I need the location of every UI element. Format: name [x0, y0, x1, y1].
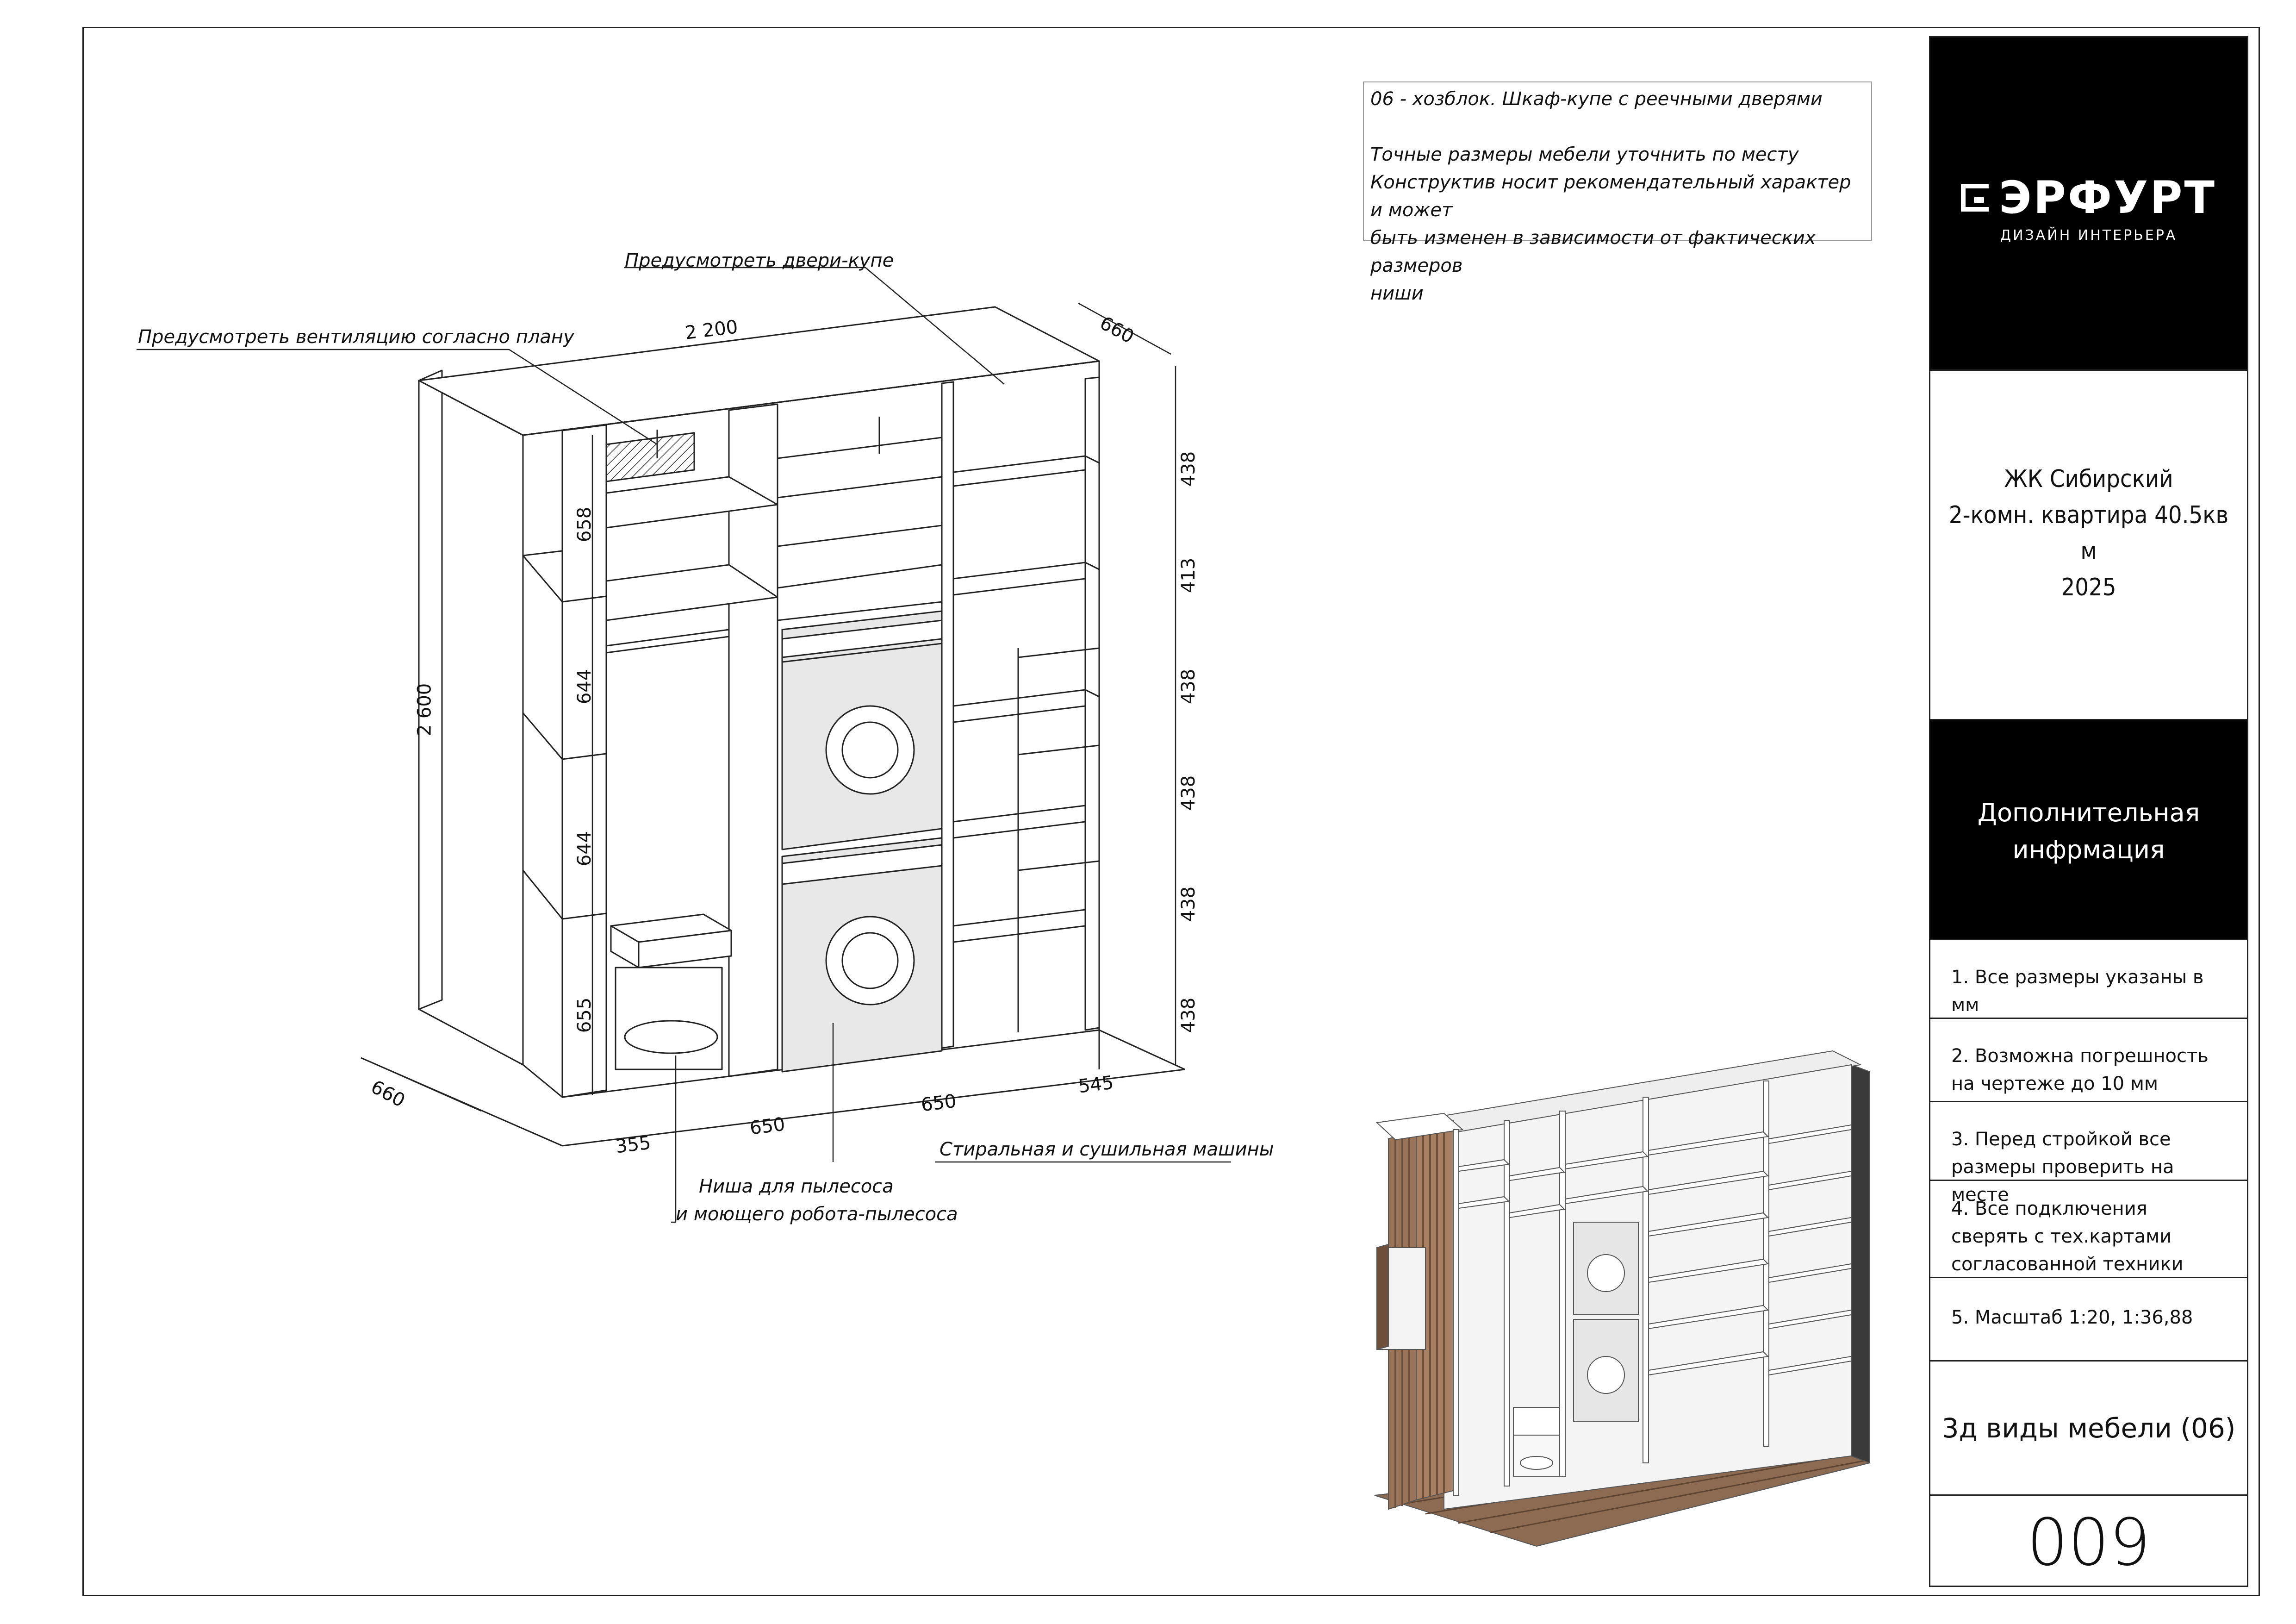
project-year: 2025: [2061, 574, 2116, 601]
section-cell: Дополнительная инфрмация: [1930, 720, 2247, 940]
logo-cell: ЭРФУРТ ДИЗАЙН ИНТЕРЬЕРА: [1930, 37, 2247, 371]
dim-left-4: 655: [574, 997, 596, 1033]
dim-bottom-4: 545: [1077, 1072, 1115, 1098]
logo-subtitle: ДИЗАЙН ИНТЕРЬЕРА: [2000, 227, 2178, 244]
niche-label-2: и моющего робота-пылесоса: [676, 1204, 958, 1225]
info-line: быть изменен в зависимости от фактически…: [1370, 227, 1816, 276]
project-name: ЖК Сибирский: [2004, 465, 2173, 493]
right-column-shelves: [953, 455, 1100, 1032]
view-title: 3д виды мебели (06): [1930, 1362, 2247, 1496]
dim-left-3: 644: [574, 831, 596, 867]
niche-label-1: Ниша для пылесоса: [699, 1176, 894, 1197]
note-4: 4. Все подключения сверять с тех.картами…: [1930, 1181, 2247, 1278]
section-title-2: инфрмация: [2012, 835, 2165, 864]
sheet-number: 009: [2027, 1505, 2151, 1580]
wardrobe-3d-render: [1374, 1050, 1871, 1547]
washer: [781, 837, 943, 1073]
dim-bottom-3: 650: [920, 1090, 958, 1116]
dim-right-6: 438: [1178, 997, 1200, 1033]
project-apartment: 2-комн. квартира 40.5кв: [1948, 501, 2229, 529]
dim-right-5: 438: [1178, 886, 1200, 922]
vent-hatch: [605, 432, 695, 482]
note-3: 3. Перед стройкой все размеры проверить …: [1930, 1102, 2247, 1206]
project-unit: м: [2080, 537, 2097, 565]
dim-bottom-2: 650: [748, 1113, 786, 1139]
info-box: 06 - хозблок. Шкаф-купе с реечными дверя…: [1363, 81, 1872, 304]
dim-height: 2 600: [414, 683, 436, 737]
dim-bottom-1: 355: [614, 1132, 652, 1158]
dryer: [781, 610, 943, 850]
left-column-shelves: [522, 550, 607, 920]
dim-right-4: 438: [1178, 775, 1200, 811]
vent-label: Предусмотреть вентиляцию согласно плану: [138, 326, 574, 348]
info-line: ниши: [1370, 283, 1424, 304]
dim-right-3: 438: [1178, 668, 1200, 705]
column-divider-1: [561, 424, 607, 1098]
info-line: Конструктив носит рекомендательный харак…: [1370, 172, 1851, 221]
drawing-frame: [82, 27, 2260, 1596]
dim-left-2: 644: [574, 668, 596, 705]
dim-right-2: 413: [1178, 557, 1200, 593]
project-cell: ЖК Сибирский 2-комн. квартира 40.5кв м 2…: [1930, 371, 2247, 720]
logo-text: ЭРФУРТ: [1999, 172, 2216, 224]
third-column-shelves: [777, 417, 943, 621]
vacuum-station: [610, 913, 732, 1070]
section-title-1: Дополнительная: [1977, 798, 2200, 827]
wardrobe-isometric-drawing: [137, 267, 1231, 1223]
doors-label: Предусмотреть двери-купе: [625, 250, 894, 271]
dim-left-1: 658: [574, 506, 596, 543]
info-line: Точные размеры мебели уточнить по месту: [1370, 144, 1799, 165]
note-1: 1. Все размеры указаны в мм: [1930, 940, 2247, 1019]
leader-lines: [137, 267, 1231, 1223]
title-block: ЭРФУРТ ДИЗАЙН ИНТЕРЬЕРА ЖК Сибирский 2-к…: [1929, 36, 2248, 1587]
right-side-panel: [1084, 376, 1100, 1031]
logo-icon: [1961, 184, 1989, 212]
note-5: 5. Масштаб 1:20, 1:36,88: [1930, 1278, 2247, 1362]
note-2: 2. Возможна погрешность на чертеже до 10…: [1930, 1019, 2247, 1102]
column-divider-3: [941, 381, 954, 1049]
machines-label: Стиральная и сушильная машины: [940, 1139, 1274, 1160]
info-title: 06 - хозблок. Шкаф-купе с реечными дверя…: [1370, 88, 1823, 110]
dim-right-1: 438: [1178, 451, 1200, 487]
second-column-shelves: [605, 430, 778, 654]
dimension-lines: [361, 302, 1176, 1112]
